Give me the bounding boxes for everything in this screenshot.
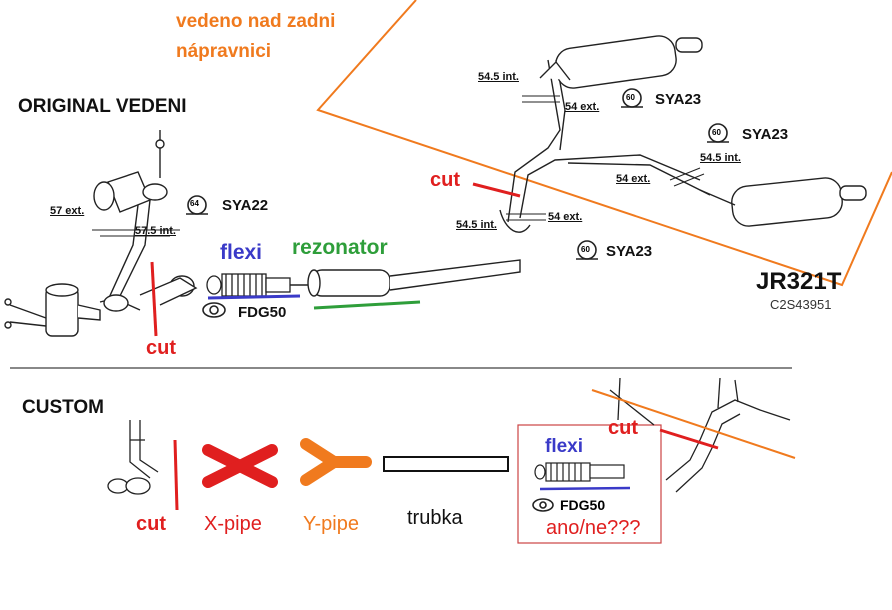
gasket-icon <box>186 88 729 512</box>
part-sya23-a: SYA23 <box>655 91 702 108</box>
gasket-size-sya23-b: 60 <box>712 128 721 137</box>
tube-icon <box>383 456 509 472</box>
rezonator-underline <box>313 300 421 310</box>
label-ypipe: Y-pipe <box>303 513 359 535</box>
dim-54-ext-b: 54 ext. <box>616 173 651 185</box>
flex-pipe-icon <box>206 273 291 297</box>
label-rezonator: rezonator <box>292 236 388 259</box>
dimension-markers <box>92 95 705 237</box>
label-cut-custom-left: cut <box>136 513 166 535</box>
part-sya23-c: SYA23 <box>606 243 653 260</box>
flexi-underline <box>207 294 301 300</box>
label-cut-left: cut <box>146 337 176 359</box>
label-question: ano/ne??? <box>546 517 641 539</box>
label-flexi: flexi <box>220 241 263 264</box>
dim-545-int-b: 54.5 int. <box>700 152 741 164</box>
dim-57-ext: 57 ext. <box>50 205 85 217</box>
rear-axle-outline-custom <box>591 389 796 459</box>
y-pipe-icon <box>300 438 372 486</box>
cut-mark-mid <box>472 182 521 198</box>
dim-545-int-a: 54.5 int. <box>478 71 519 83</box>
dim-545-int-c: 54.5 int. <box>456 219 497 231</box>
cut-mark-left <box>150 261 158 337</box>
rear-muffler-top-icon <box>539 35 703 89</box>
custom-flexi-underline <box>539 486 631 491</box>
heading-original: ORIGINAL VEDENI <box>18 96 187 117</box>
dim-575-int: 57.5 int. <box>135 225 176 237</box>
custom-flex-pipe-icon <box>534 462 625 482</box>
label-xpipe: X-pipe <box>204 513 262 535</box>
cut-mark-custom-left <box>173 439 179 511</box>
x-pipe-icon <box>202 444 278 488</box>
gasket-size-sya23-c: 60 <box>581 245 590 254</box>
label-trubka: trubka <box>407 507 463 529</box>
cut-mark-custom-right <box>659 428 719 450</box>
gasket-size-sya23-a: 60 <box>626 93 635 102</box>
catalog-number: JR321T <box>756 268 842 295</box>
front-pipe-icon <box>93 130 198 312</box>
part-sya22: SYA22 <box>222 197 269 214</box>
custom-flexi-box <box>517 424 662 544</box>
dim-54-ext-a: 54 ext. <box>565 101 600 113</box>
mid-pipe-icon <box>499 59 711 233</box>
muffler-icon <box>290 259 521 297</box>
catalytic-converter-icon <box>4 283 101 337</box>
rear-axle-outline <box>316 0 892 287</box>
label-flexi-custom: flexi <box>545 436 584 457</box>
dim-54-ext-c: 54 ext. <box>548 211 583 223</box>
annotation-line-1: vedeno nad zadni <box>176 11 336 32</box>
label-cut-custom-right: cut <box>608 417 638 439</box>
part-fdg50-custom: FDG50 <box>560 497 606 513</box>
catalog-code: C2S43951 <box>770 297 832 312</box>
annotation-line-2: nápravnici <box>176 41 272 62</box>
part-fdg50: FDG50 <box>238 304 287 321</box>
label-cut-mid: cut <box>430 169 460 191</box>
rear-muffler-bottom-icon <box>699 177 867 227</box>
gasket-size-sya22: 64 <box>190 199 199 208</box>
custom-front-pipe-icon <box>107 420 159 495</box>
part-sya23-b: SYA23 <box>742 126 789 143</box>
heading-custom: CUSTOM <box>22 397 104 418</box>
